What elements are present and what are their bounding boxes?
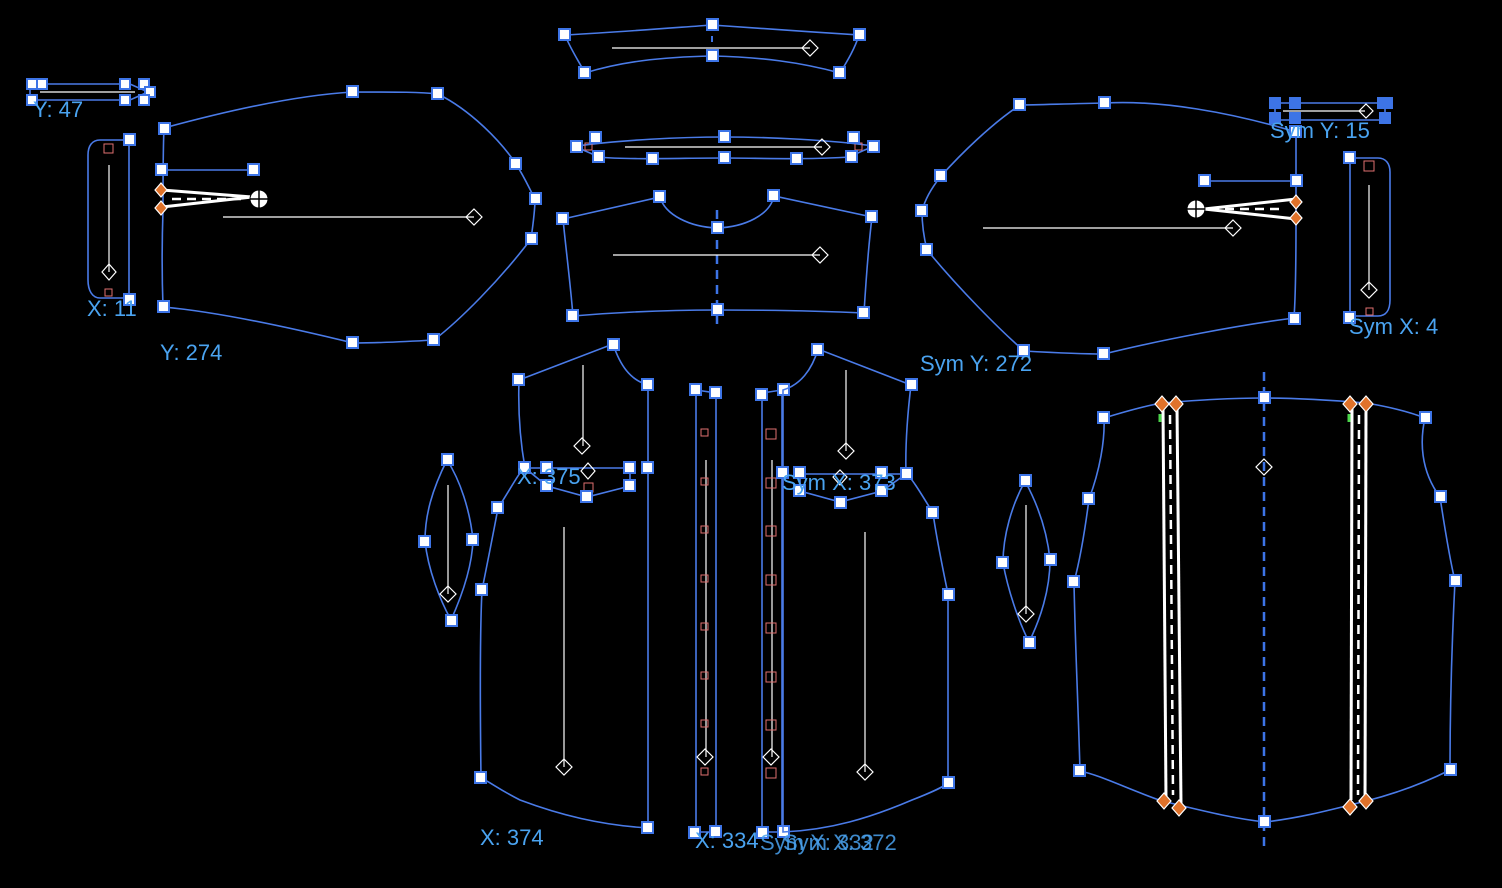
side-gusset-right[interactable] — [996, 474, 1057, 649]
coord-label-x-375: X: 375 — [517, 464, 581, 489]
coord-label-sym-x-372: Sym X: 372 — [783, 830, 897, 855]
yoke-piece[interactable] — [556, 189, 878, 326]
sleeve-left[interactable] — [87, 85, 542, 349]
coord-label-sym-x-4: Sym X: 4 — [1349, 314, 1439, 339]
coord-label-y-47: Y: 47 — [33, 97, 84, 122]
sleeve-right[interactable] — [915, 96, 1393, 360]
front-left-piece[interactable] — [474, 338, 654, 834]
coord-label-sym-x-332: Sym X: 332 — [760, 830, 874, 855]
side-gusset-left[interactable] — [418, 453, 479, 627]
collar-stand-piece[interactable] — [570, 130, 880, 165]
placket-left[interactable] — [688, 383, 722, 839]
coord-label-y-274: Y: 274 — [160, 340, 223, 365]
front-right-piece[interactable] — [776, 343, 955, 833]
coord-label-x-374: X: 374 — [480, 825, 544, 850]
coord-label-x-11: X: 11 — [87, 296, 137, 321]
strap-piece-left[interactable] — [26, 78, 156, 106]
back-piece[interactable] — [1067, 372, 1462, 848]
collar-piece[interactable] — [558, 18, 866, 79]
coord-label-sym-y-272: Sym Y: 272 — [920, 351, 1033, 376]
placket-right[interactable] — [755, 383, 790, 839]
coord-label-x-334: X: 334 — [695, 828, 759, 853]
coord-label-sym-y-15: Sym Y: 15 — [1270, 118, 1370, 143]
coord-label-sym-x-373: Sym X: 373 — [782, 470, 896, 495]
